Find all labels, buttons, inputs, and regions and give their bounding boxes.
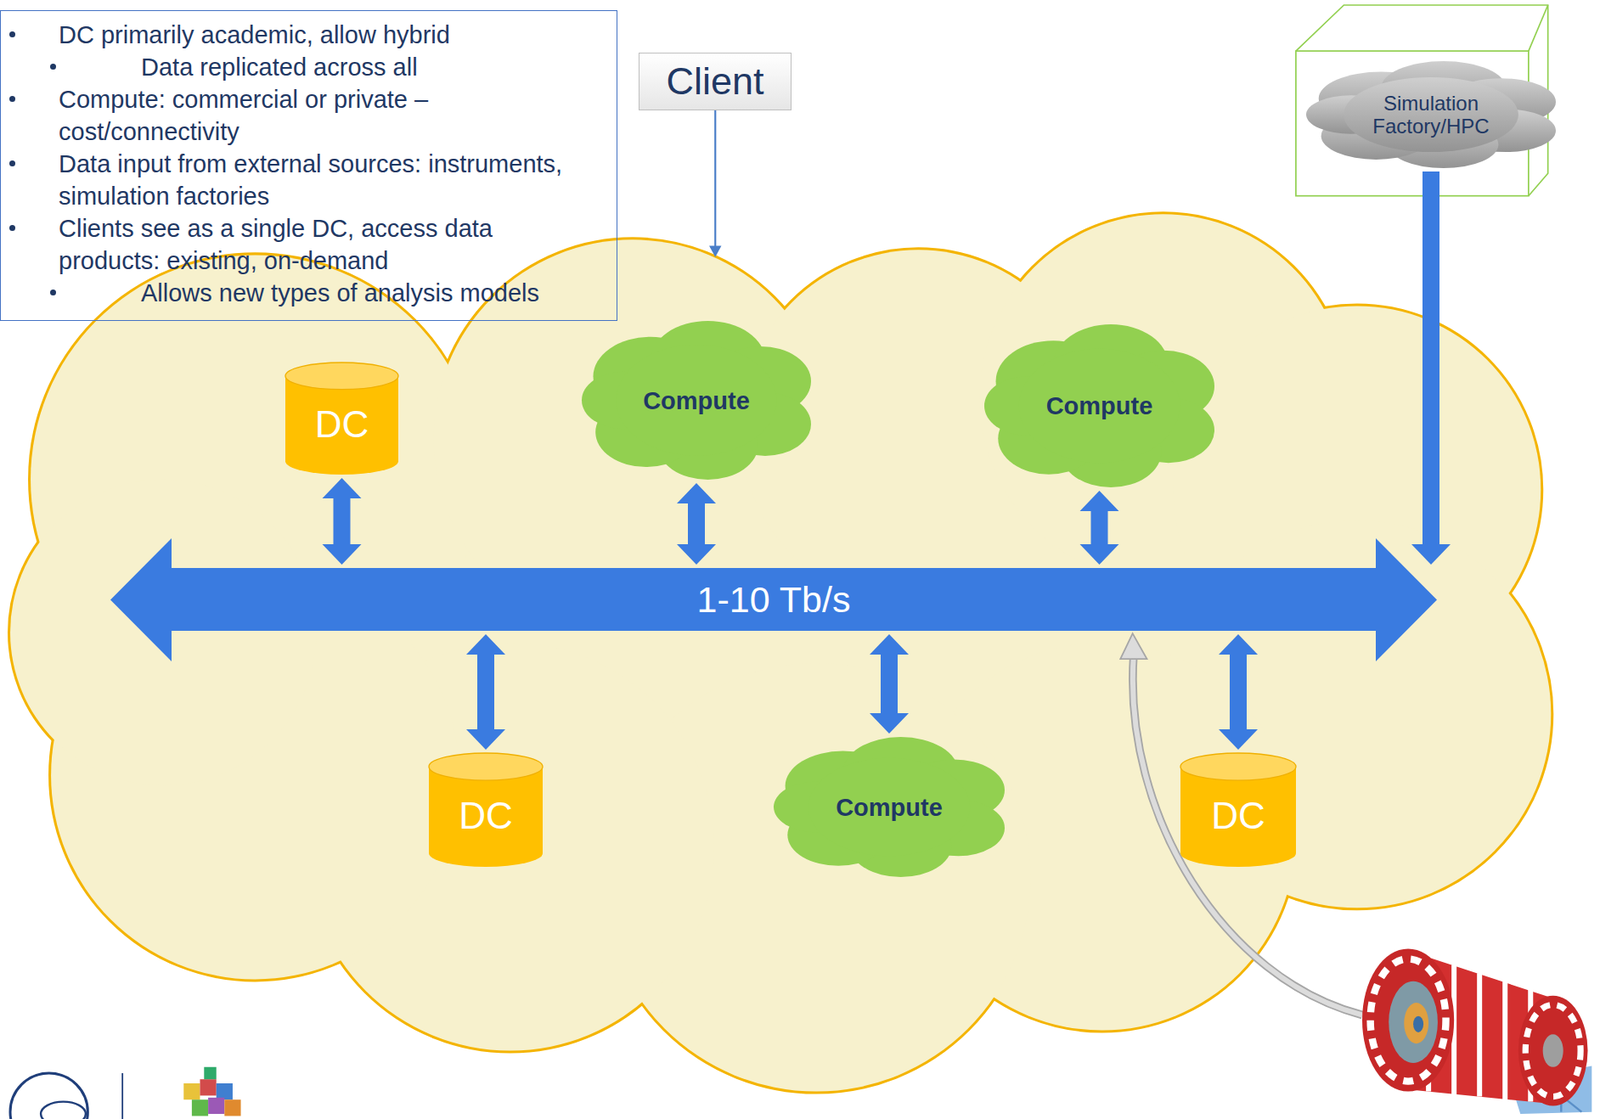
client-arrow: [709, 110, 722, 258]
bullet-dot: [9, 31, 16, 38]
data-center-cylinder: DC: [1180, 753, 1296, 868]
data-center-cylinder: DC: [285, 362, 399, 475]
note-text: Compute: commercial or private – cost/co…: [58, 83, 586, 148]
detector-illustration: [1362, 948, 1592, 1115]
logos: [10, 1067, 242, 1119]
network-bus: 1-10 Tb/s: [110, 538, 1437, 662]
bullet-dot: [50, 289, 57, 296]
compute-cloud: Compute: [984, 324, 1215, 488]
data-center-cylinder: DC: [428, 753, 543, 868]
client-label: Client: [665, 59, 764, 104]
dc-label: DC: [1211, 794, 1266, 838]
cube-outline: [1295, 5, 1549, 197]
compute-cloud: Compute: [773, 737, 1005, 878]
bullet-item: Data replicated across all: [140, 50, 617, 84]
dc-label: DC: [315, 403, 370, 446]
bullet-dot: [50, 63, 57, 70]
simulation-label: Simulation Factory/HPC: [1363, 91, 1499, 138]
bullet-item: Clients see as a single DC, access data …: [58, 212, 617, 277]
network-cloud: [10, 214, 1551, 1092]
bandwidth-label: 1-10 Tb/s: [697, 579, 851, 620]
note-box: DC primarily academic, allow hybridData …: [0, 10, 618, 322]
simulation-cloud: Simulation Factory/HPC: [1306, 61, 1556, 169]
client-box: Client: [638, 52, 792, 111]
bullet-dot: [9, 160, 16, 167]
bullet-dot: [9, 95, 16, 102]
link-arrow: [869, 634, 909, 734]
note-text: Clients see as a single DC, access data …: [58, 212, 586, 277]
compute-label: Compute: [835, 793, 943, 823]
note-text: Data replicated across all: [140, 50, 604, 84]
compute-label: Compute: [1046, 391, 1154, 421]
bullet-dot: [9, 225, 16, 231]
link-arrow: [1080, 490, 1120, 565]
bullet-item: Allows new types of analysis models: [140, 276, 617, 310]
link-arrow: [322, 478, 362, 565]
link-arrow: [1218, 634, 1258, 750]
link-arrow: [1411, 171, 1451, 565]
link-arrow: [466, 634, 506, 750]
note-text: DC primarily academic, allow hybrid: [58, 18, 586, 51]
bus-band: 1-10 Tb/s: [171, 568, 1376, 631]
compute-cloud: Compute: [581, 321, 812, 480]
note-text: Allows new types of analysis models: [140, 276, 604, 310]
bus-arrow: [110, 538, 1437, 662]
bullet-item: DC primarily academic, allow hybrid: [58, 18, 617, 51]
detector-arrow: [1120, 633, 1363, 1015]
note-text: Data input from external sources: instru…: [58, 147, 586, 213]
dc-label: DC: [458, 794, 513, 838]
bullet-item: Compute: commercial or private – cost/co…: [58, 83, 617, 148]
link-arrow: [676, 483, 716, 565]
compute-label: Compute: [642, 386, 750, 416]
bullet-item: Data input from external sources: instru…: [58, 147, 617, 213]
